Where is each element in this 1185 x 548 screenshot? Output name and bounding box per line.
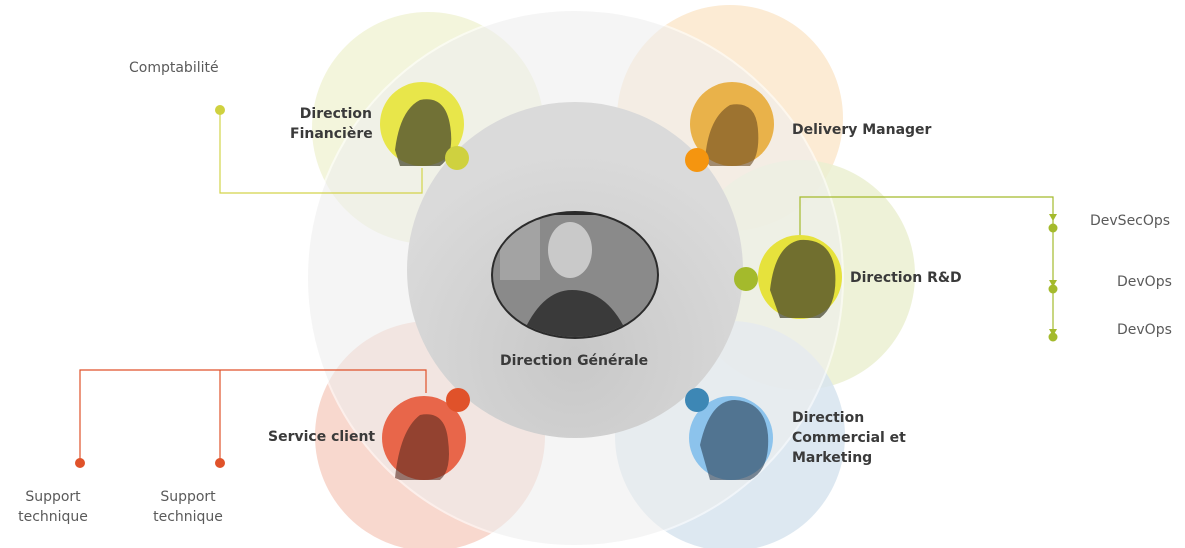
rnd-team-item-2: DevOps [1117, 274, 1172, 290]
rnd-dot [734, 267, 758, 291]
finance-connector [219, 110, 423, 194]
rnd-team-item-1: DevSecOps [1090, 213, 1171, 229]
delivery-portrait [690, 82, 774, 166]
support-node-1 [75, 458, 85, 468]
support-node-2 [215, 458, 225, 468]
finance-portrait [380, 82, 464, 166]
service-dot [446, 388, 470, 412]
comptabilite-node [215, 105, 225, 115]
delivery-label: Delivery Manager [792, 122, 932, 138]
commercial-dot [685, 388, 709, 412]
center-label: Direction Générale [500, 353, 649, 369]
service-portrait [382, 396, 466, 480]
service-connector [79, 369, 427, 462]
delivery-dot [685, 148, 709, 172]
support-label-2: Support technique [153, 489, 223, 525]
rnd-label: Direction R&D [850, 270, 962, 286]
finance-label: Direction Financière [290, 106, 373, 142]
rnd-arrow-1 [1049, 214, 1057, 221]
service-label: Service client [268, 429, 376, 445]
rnd-node-3 [1048, 332, 1058, 342]
rnd-arrow-2 [1049, 280, 1057, 287]
rnd-team-item-3: DevOps [1117, 322, 1172, 338]
commercial-label: Direction Commercial et Marketing [792, 410, 906, 466]
rnd-connector [799, 196, 1054, 336]
rnd-node-1 [1048, 223, 1058, 233]
comptabilite-label: Comptabilité [129, 60, 219, 76]
commercial-portrait [689, 396, 773, 480]
rnd-node-2 [1048, 284, 1058, 294]
support-label-1: Support technique [18, 489, 88, 525]
finance-dot [445, 146, 469, 170]
rnd-portrait [758, 235, 842, 319]
